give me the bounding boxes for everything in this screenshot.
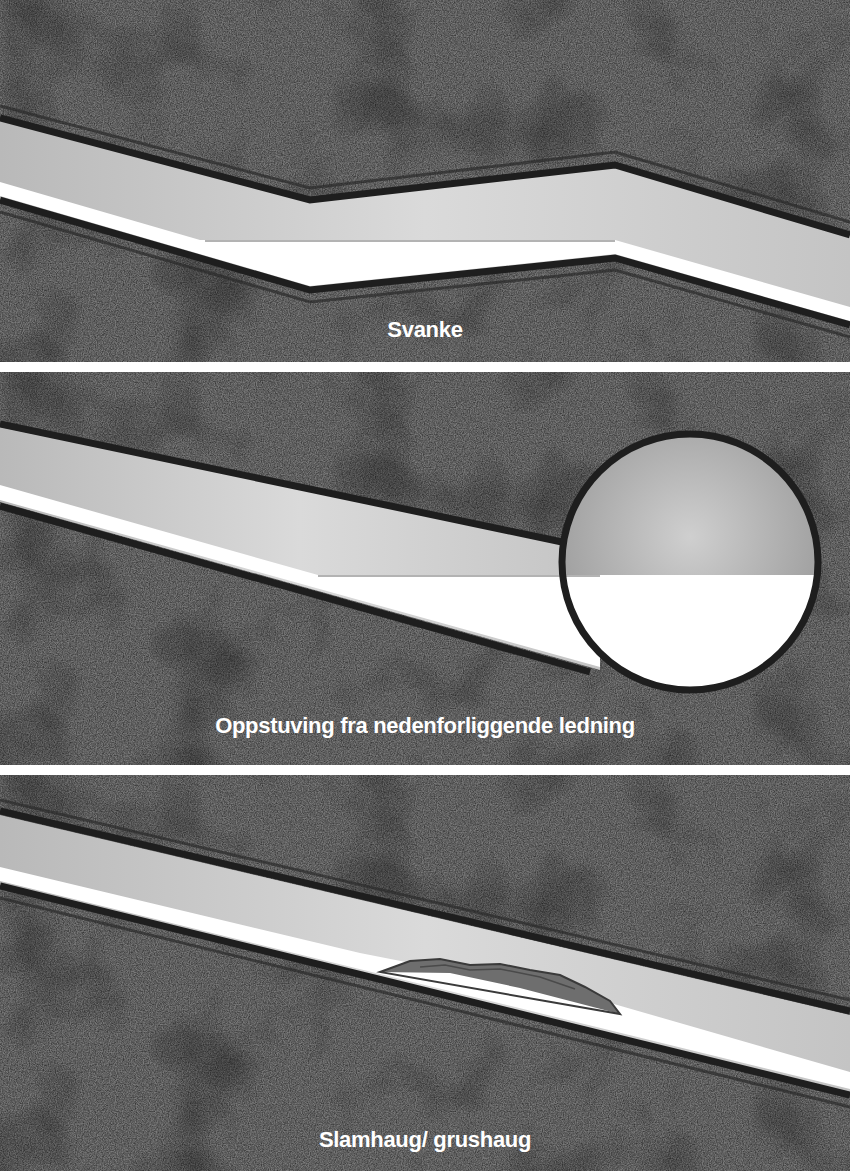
panel-caption: Slamhaug/ grushaug <box>319 1127 531 1153</box>
panel-sediment <box>0 775 850 1171</box>
panel-sag <box>0 0 850 362</box>
panel-caption: Oppstuving fra nedenforliggende ledning <box>215 713 635 739</box>
panel-caption: Svanke <box>387 317 462 343</box>
panel-backwater <box>0 372 850 765</box>
